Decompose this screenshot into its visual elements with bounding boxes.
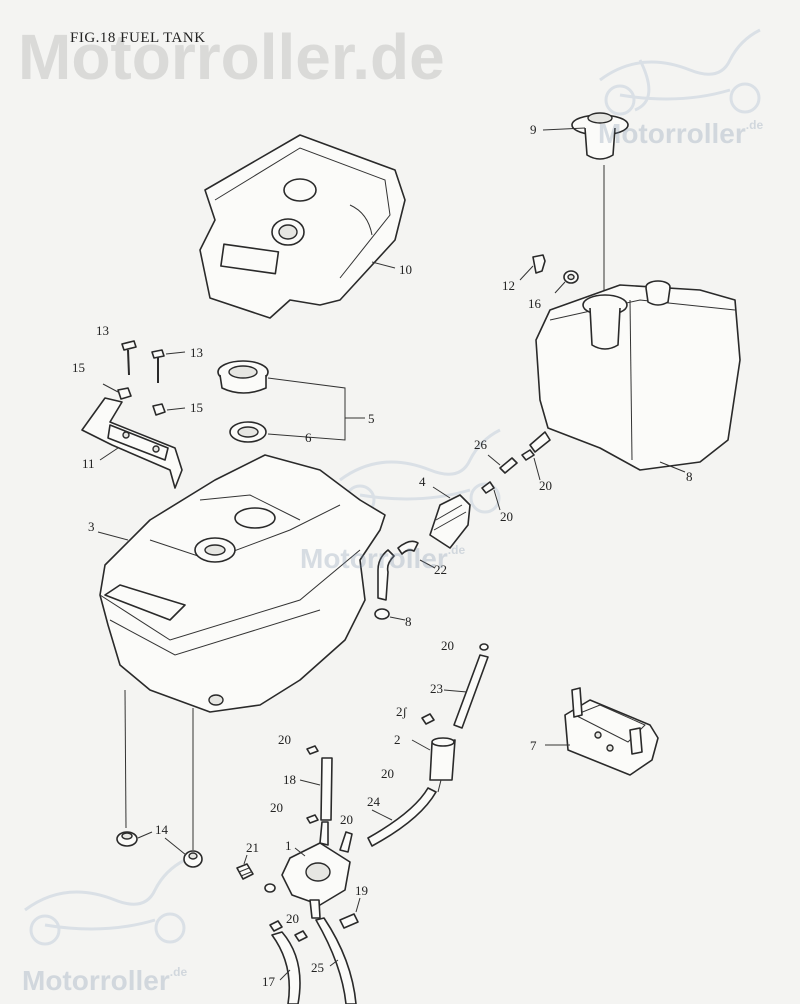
part-9-fuel-cap: [571, 112, 629, 300]
part-14-grommet-left: [116, 831, 138, 847]
part-7-mounting-bracket: [545, 687, 659, 776]
part-8-fuel-tank: [529, 280, 741, 471]
part-13-bolt-left: [121, 340, 137, 376]
callout-16: 16: [528, 296, 542, 311]
callout-15-left: 15: [72, 360, 85, 375]
part-22-hose: [377, 540, 436, 601]
callout-20-c: 20: [441, 638, 454, 653]
part-13-bolt-right: [151, 349, 186, 383]
part-24-hose: [367, 787, 437, 847]
part-1-fuel-cock: [281, 821, 353, 919]
part-5-gasket-ring: [217, 360, 269, 394]
callout-2: 2: [394, 732, 401, 747]
watermark-small-suffix: .de: [169, 965, 188, 979]
part-10-tank-cover: [199, 134, 406, 319]
callout-11: 11: [82, 456, 95, 471]
part-15-nut-left: [102, 383, 132, 400]
callout-bracket-5-6: [267, 377, 346, 441]
callout-20-d: 20: [278, 732, 291, 747]
callout-26: 26: [474, 437, 488, 452]
callout-25: 25: [311, 960, 324, 975]
part-11-bracket: [81, 397, 183, 489]
callout-19: 19: [355, 883, 368, 898]
callout-1: 1: [285, 838, 292, 853]
watermark-small-text: Motorroller: [300, 543, 448, 574]
callout-20-i: 20: [286, 911, 299, 926]
part-2-fuel-filter: [411, 713, 456, 793]
part-25-hose: [315, 917, 357, 1004]
callout-24: 24: [367, 794, 381, 809]
callout-20-g: 20: [340, 812, 353, 827]
callout-6: 6: [305, 430, 312, 445]
callout-21: 21: [246, 840, 259, 855]
callout-8-clamp: 8: [405, 614, 412, 629]
part-16-washer: [554, 270, 579, 294]
scooter-logo-watermark-3: [24, 858, 186, 946]
callout-14: 14: [155, 822, 169, 837]
part-19-screw: [339, 897, 361, 929]
callout-12: 12: [502, 278, 515, 293]
callout-7: 7: [530, 738, 537, 753]
watermark-small-text: Motorroller: [598, 118, 746, 149]
callout-9: 9: [530, 122, 537, 137]
part-12-screw: [519, 254, 546, 281]
part-20-clip-upper: [481, 449, 541, 511]
part-21-spring: [236, 854, 254, 880]
part-15-nut-right: [152, 403, 186, 416]
part-6-seal-ring: [229, 421, 267, 443]
scooter-logo-watermark-2: [339, 428, 501, 516]
part-20-clip-lower: [264, 883, 308, 942]
part-23-hose: [443, 643, 489, 729]
part-26-connector: [487, 454, 518, 474]
part-18-hose: [299, 745, 333, 824]
callout-17: 17: [262, 974, 276, 989]
watermark-small-center: Motorroller.de: [300, 543, 465, 575]
callout-20-b: 20: [500, 509, 513, 524]
callout-4: 4: [419, 474, 426, 489]
callout-13-left: 13: [96, 323, 109, 338]
watermark-small-top-right: Motorroller.de: [598, 118, 763, 150]
callout-20-e: 20: [381, 766, 394, 781]
callout-23: 23: [430, 681, 443, 696]
watermark-small-text: Motorroller: [22, 965, 170, 996]
part-3-fuel-tank-lower: [99, 454, 386, 713]
watermark-small-suffix: .de: [447, 543, 466, 557]
callout-5: 5: [368, 411, 375, 426]
callout-15-right: 15: [190, 400, 203, 415]
callout-20-a: 20: [539, 478, 552, 493]
part-17-hose: [271, 931, 301, 1004]
part-8-clamp: [374, 608, 406, 621]
callout-3: 3: [88, 519, 95, 534]
scooter-logo-watermark-1: [599, 28, 761, 116]
callout-8-tank: 8: [686, 469, 693, 484]
watermark-small-bottom-left: Motorroller.de: [22, 965, 187, 997]
callout-20-h: 2ʃ: [396, 704, 408, 719]
watermark-main: Motorroller.de: [18, 21, 445, 93]
callout-10: 10: [399, 262, 412, 277]
part-14-grommet-right: [183, 850, 203, 868]
callout-13-right: 13: [190, 345, 203, 360]
part-4-rubber-boot: [429, 486, 471, 549]
watermark-small-suffix: .de: [745, 118, 764, 132]
callout-22: 22: [434, 562, 447, 577]
figure-title: FIG.18 FUEL TANK: [70, 30, 206, 46]
callout-18: 18: [283, 772, 296, 787]
callout-20-f: 20: [270, 800, 283, 815]
